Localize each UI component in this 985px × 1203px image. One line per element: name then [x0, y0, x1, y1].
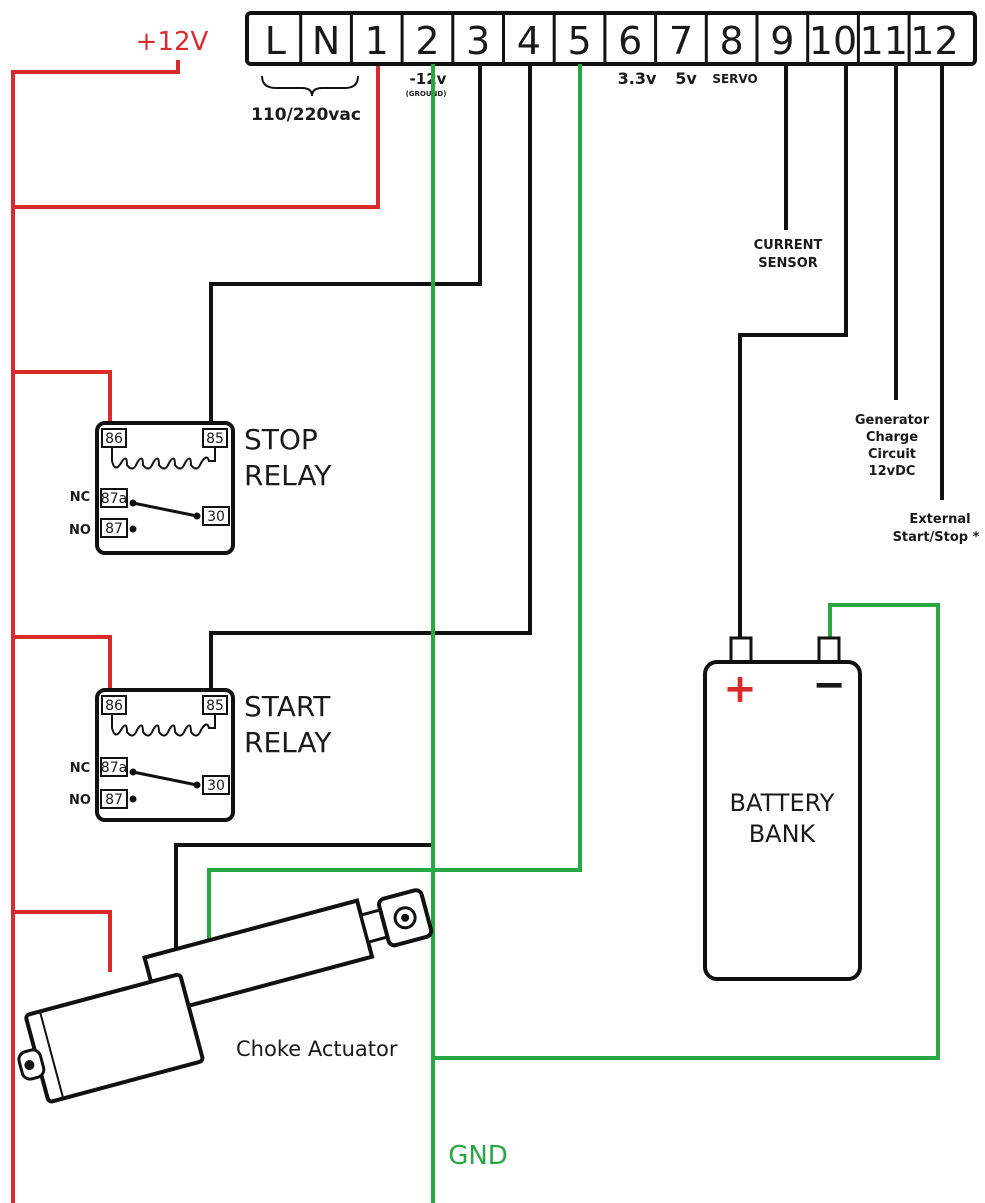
terminal-L: L — [265, 19, 286, 63]
terminal-3: 3 — [466, 19, 490, 63]
terminal-5: 5 — [567, 19, 591, 63]
supply-label: +12V — [136, 27, 209, 57]
stop-relay-coil — [111, 447, 216, 470]
battery-minus: − — [812, 662, 846, 708]
stop-relay-pin87: 87 — [105, 521, 123, 537]
terminal-12: 12 — [910, 19, 958, 63]
start-relay-coil — [111, 714, 216, 737]
t2-sublabel: (GROUND) — [406, 90, 447, 98]
stop-relay-pin85: 85 — [206, 431, 224, 447]
start-relay-title1: START — [244, 690, 331, 723]
start-relay-pin86: 86 — [105, 698, 123, 714]
terminal-1: 1 — [365, 19, 389, 63]
supply-wires — [11, 60, 380, 1203]
stop-relay-pin30: 30 — [207, 509, 225, 525]
battery-plus: + — [723, 666, 757, 712]
start-relay-pin30: 30 — [207, 778, 225, 794]
terminal-4: 4 — [517, 19, 541, 63]
gen-charge-line4: 12vDC — [869, 464, 916, 479]
stop-relay-nc: NC — [70, 490, 90, 505]
current-sensor-line1: CURRENT — [754, 238, 823, 253]
ground-label: GND — [448, 1141, 508, 1171]
t7-label: 5v — [675, 69, 697, 88]
gen-charge-line1: Generator — [855, 413, 930, 428]
start-relay-title2: RELAY — [244, 726, 332, 759]
battery-bank: + − BATTERY BANK — [703, 636, 862, 981]
t8-label: SERVO — [712, 72, 757, 86]
stop-relay-title2: RELAY — [244, 459, 332, 492]
stop-relay-no: NO — [69, 523, 91, 538]
stop-relay-pin87a: 87a — [101, 491, 127, 507]
start-relay-pin85: 85 — [206, 698, 224, 714]
actuator-label: Choke Actuator — [236, 1037, 398, 1061]
terminal-9: 9 — [770, 19, 794, 63]
terminal-8: 8 — [720, 19, 744, 63]
ac-label: 110/220vac — [251, 105, 361, 125]
external-line1: External — [909, 512, 970, 527]
battery-line2: BANK — [749, 820, 817, 848]
terminal-7: 7 — [669, 19, 693, 63]
stop-relay: 86 85 87a 87 30 — [95, 421, 235, 555]
current-sensor-line2: SENSOR — [758, 256, 818, 271]
external-line2: Start/Stop * — [893, 530, 980, 545]
start-relay-no: NO — [69, 793, 91, 808]
stop-relay-title1: STOP — [244, 423, 318, 456]
terminal-6: 6 — [618, 19, 642, 63]
start-relay: 86 85 87a 87 30 — [95, 688, 235, 822]
ac-brace — [261, 75, 359, 97]
stop-relay-switch — [132, 501, 198, 518]
terminal-11: 11 — [860, 19, 908, 63]
start-relay-nc: NC — [70, 761, 90, 776]
start-relay-pin87: 87 — [105, 792, 123, 808]
gen-charge-line3: Circuit — [868, 447, 916, 462]
control-wires — [174, 64, 944, 960]
terminal-N: N — [312, 19, 340, 63]
terminal-10: 10 — [809, 19, 857, 63]
t6-label: 3.3v — [618, 69, 657, 88]
gen-charge-line2: Charge — [866, 430, 918, 445]
choke-actuator — [17, 888, 434, 1104]
start-relay-pin87a: 87a — [101, 760, 127, 776]
battery-line1: BATTERY — [730, 789, 835, 817]
t2-label: -12v — [410, 70, 447, 88]
terminal-2: 2 — [415, 19, 439, 63]
stop-relay-pin86: 86 — [105, 431, 123, 447]
ground-wires — [207, 64, 940, 1203]
start-relay-switch — [132, 770, 198, 787]
